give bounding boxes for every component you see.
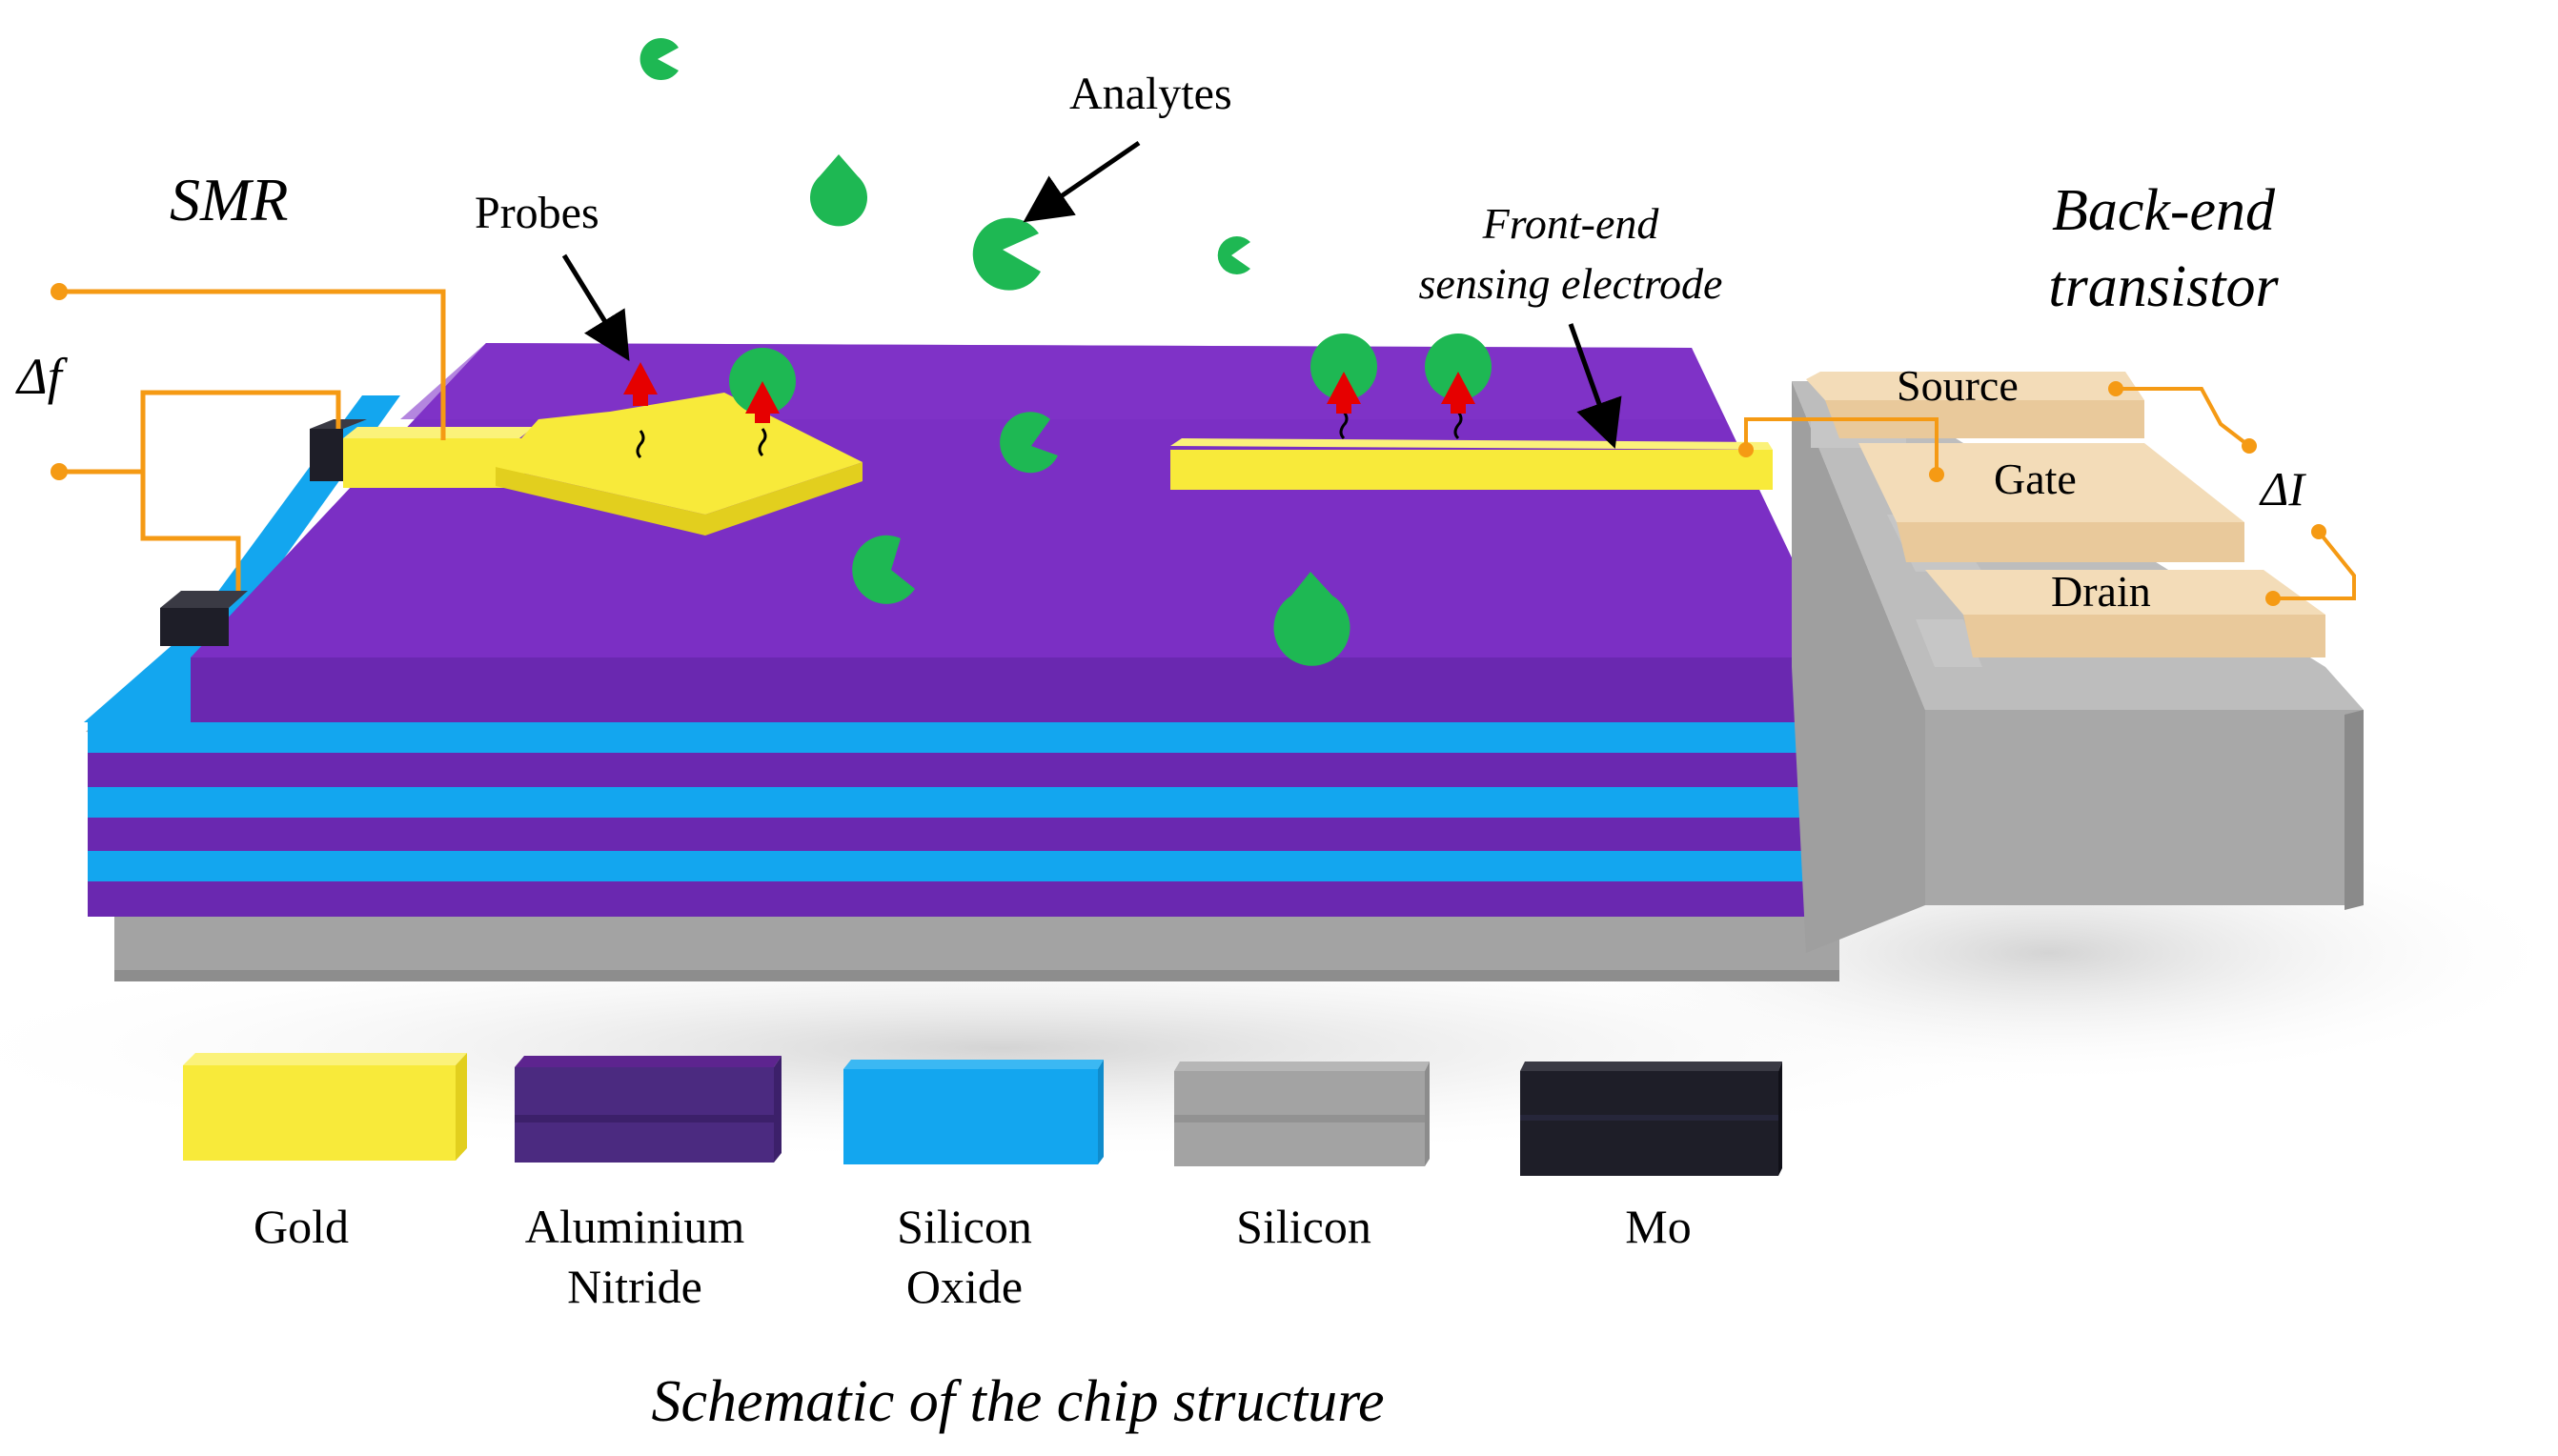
- chip-layer-stack: [84, 343, 1839, 981]
- probe-triangle: [745, 381, 780, 414]
- surface-biomolecules: [623, 334, 1492, 459]
- legend-label-silicon: Silicon: [1236, 1200, 1371, 1253]
- figure-caption: Schematic of the chip structure: [651, 1369, 1385, 1434]
- aln-top-front: [191, 657, 1839, 722]
- gold-strip: [343, 438, 524, 488]
- gate-pad-top: [1858, 443, 2244, 522]
- wire-source-delta-i: [2116, 387, 2251, 448]
- wire-delta-f-bottom: [59, 390, 341, 475]
- analytes-label: Analytes: [1069, 69, 1232, 119]
- analyte-icon: [1000, 412, 1058, 474]
- legend-swatches: [183, 1053, 1782, 1176]
- annotation-arrows: [561, 140, 1622, 449]
- layer-sio2-1: [88, 722, 1839, 753]
- analyte-icon: [1217, 236, 1250, 274]
- silicon-substrate: [114, 917, 1839, 970]
- transistor-step-3: [1916, 619, 1982, 667]
- analyte-icon: [972, 217, 1041, 291]
- source-label: Source: [1897, 361, 2019, 410]
- source-pad-front: [1825, 400, 2144, 438]
- analyte-icon: [810, 154, 868, 227]
- probe-stem: [758, 428, 767, 457]
- electrode-arrow: [1568, 323, 1622, 449]
- transistor-block-left: [1792, 381, 1925, 953]
- legend-label-silicon-oxide-2: Oxide: [905, 1260, 1024, 1313]
- legend-swatch-gold: [183, 1053, 467, 1161]
- smr-label: SMR: [170, 166, 289, 233]
- delta-i-label: ΔI: [2261, 462, 2304, 516]
- gate-label: Gate: [1994, 455, 2077, 503]
- front-end-label-line1: Front-end: [1482, 199, 1659, 248]
- probe-stem: [1339, 411, 1349, 440]
- analyte-icon: [1273, 572, 1350, 666]
- gold-strip-top: [343, 427, 534, 438]
- back-end-label-line2: transistor: [2048, 254, 2279, 319]
- smr-wires: [51, 283, 446, 591]
- transistor-wires: [1738, 381, 2356, 606]
- transistor-block-side: [2345, 710, 2364, 910]
- legend-swatch-aluminium-nitride: [515, 1056, 782, 1163]
- mo-electrode-lower-top: [160, 591, 248, 608]
- probe-triangle: [623, 362, 658, 394]
- gold-pentagon-top: [496, 393, 863, 515]
- analytes-arrow: [1023, 140, 1141, 223]
- back-end-label-line1: Back-end: [2051, 178, 2276, 243]
- wire-electrode-to-gate: [1744, 417, 1939, 475]
- layer-sio2-2: [88, 787, 1839, 818]
- silicon-substrate-bottom-edge: [114, 970, 1839, 981]
- free-analytes: [640, 38, 1350, 666]
- layer-aln-4: [88, 881, 1839, 917]
- probes-label: Probes: [475, 188, 599, 238]
- probe-triangle: [1327, 372, 1361, 404]
- legend-swatch-silicon: [1174, 1062, 1430, 1166]
- legend-label-mo: Mo: [1625, 1200, 1692, 1253]
- wire-delta-f-lower: [140, 472, 241, 591]
- mo-electrode-upper: [310, 429, 343, 481]
- legend-swatch-silicon-oxide: [843, 1060, 1104, 1164]
- gold-sensing-electrode-top: [1170, 438, 1773, 450]
- legend-label-silicon-oxide-1: Silicon: [897, 1200, 1032, 1253]
- legend-label-nitride: Nitride: [567, 1260, 702, 1313]
- front-end-label-line2: sensing electrode: [1418, 259, 1723, 308]
- delta-f-label: Δf: [17, 348, 62, 405]
- gate-pad-front: [1897, 522, 2244, 562]
- probe-stem: [1453, 411, 1463, 440]
- back-end-transistor: [1792, 372, 2364, 953]
- probes-arrow: [561, 253, 630, 362]
- drain-label: Drain: [2051, 567, 2151, 616]
- layer-aln-2: [88, 753, 1839, 787]
- drain-pad-top: [1925, 570, 2325, 615]
- wire-delta-f-top: [59, 289, 446, 440]
- gold-sensing-electrode: [1170, 450, 1773, 490]
- wire-drain-delta-i: [2273, 530, 2356, 600]
- analyte-icon: [640, 38, 679, 80]
- analyte-icon: [852, 535, 915, 604]
- transistor-block-front: [1925, 710, 2364, 905]
- gold-pentagon-side: [496, 462, 863, 536]
- source-pad-top: [1806, 372, 2144, 400]
- mo-electrode-lower: [160, 608, 229, 646]
- probe-stem: [636, 430, 645, 459]
- drain-pad-front: [1963, 615, 2325, 657]
- legend-label-aluminium: Aluminium: [524, 1200, 745, 1253]
- bound-analyte: [1310, 334, 1377, 400]
- legend-label-gold: Gold: [254, 1200, 349, 1253]
- layer-aln-3: [88, 818, 1839, 851]
- legend-swatch-mo: [1520, 1062, 1782, 1176]
- aln-top-surface-back: [400, 343, 1723, 419]
- probe-triangle: [1441, 372, 1475, 404]
- bound-analyte: [1425, 334, 1492, 400]
- layer-sio2-3: [88, 851, 1839, 881]
